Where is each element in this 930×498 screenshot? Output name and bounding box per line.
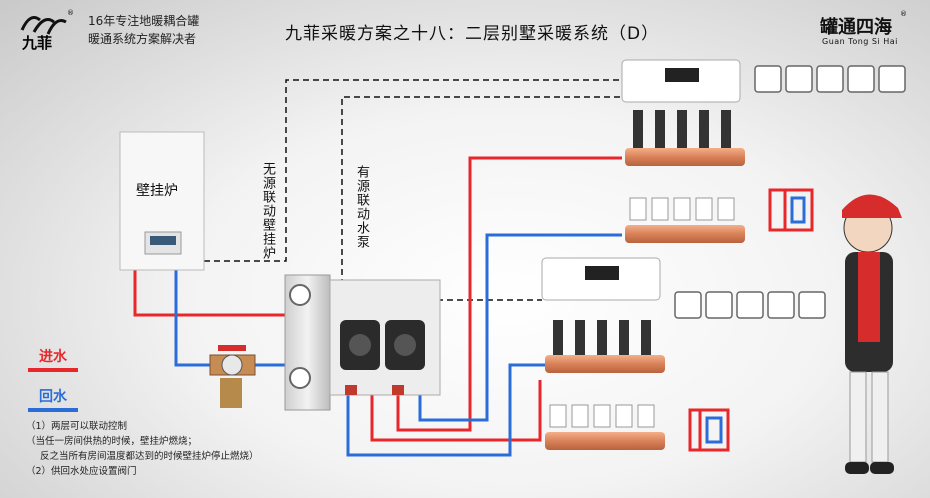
passive-link-label: 无源联动壁挂炉 xyxy=(260,162,275,260)
lower-controller xyxy=(541,257,661,301)
legend-return-bar xyxy=(28,408,78,412)
mascot-illustration xyxy=(842,194,902,474)
brand-logo-mark xyxy=(20,16,67,35)
lower-manifold xyxy=(545,320,665,450)
note-line-3: 反之当所有房间温度都达到的时候壁挂炉停止燃烧） xyxy=(40,451,259,462)
supply-pipes xyxy=(133,156,785,452)
boiler-label: 壁挂炉 xyxy=(136,183,178,199)
wall-boiler xyxy=(119,131,205,271)
buffer-tank xyxy=(284,274,331,411)
note-line-2: （当任一房间供热的时候，壁挂炉燃烧； xyxy=(26,436,198,447)
right-logo-en: Guan Tong Si Hai xyxy=(822,37,898,46)
legend-return-label: 回水 xyxy=(39,389,67,405)
legend-supply-bar xyxy=(28,368,78,372)
active-link-label: 有源联动水泵 xyxy=(354,165,369,249)
brand-mark-text: 九菲 xyxy=(22,34,53,52)
brand-tagline-1: 16年专注地暖耦合罐 xyxy=(88,14,200,28)
floor-coil-upper xyxy=(783,188,814,232)
right-logo-cn: 罐通四海 xyxy=(820,17,892,38)
upper-controller xyxy=(621,59,741,103)
upper-manifold xyxy=(625,110,745,243)
brand-tagline-2: 暖通系统方案解决者 xyxy=(88,32,197,46)
floor-coil-lower xyxy=(698,408,730,452)
page-title: 九菲采暖方案之十八：二层别墅采暖系统（D） xyxy=(285,24,660,44)
note-line-4: （2）供回水处应设置阀门 xyxy=(26,466,137,477)
registered-mark-right: ® xyxy=(900,10,907,18)
pump-station xyxy=(329,279,441,396)
thermostats-upper xyxy=(754,65,906,93)
legend-supply-label: 进水 xyxy=(39,349,67,365)
note-line-1: （1）两层可以联动控制 xyxy=(26,421,128,432)
valve-group xyxy=(209,345,256,408)
thermostats-lower xyxy=(674,291,826,319)
registered-mark-left: ® xyxy=(67,9,74,17)
return-pipes xyxy=(174,233,622,457)
